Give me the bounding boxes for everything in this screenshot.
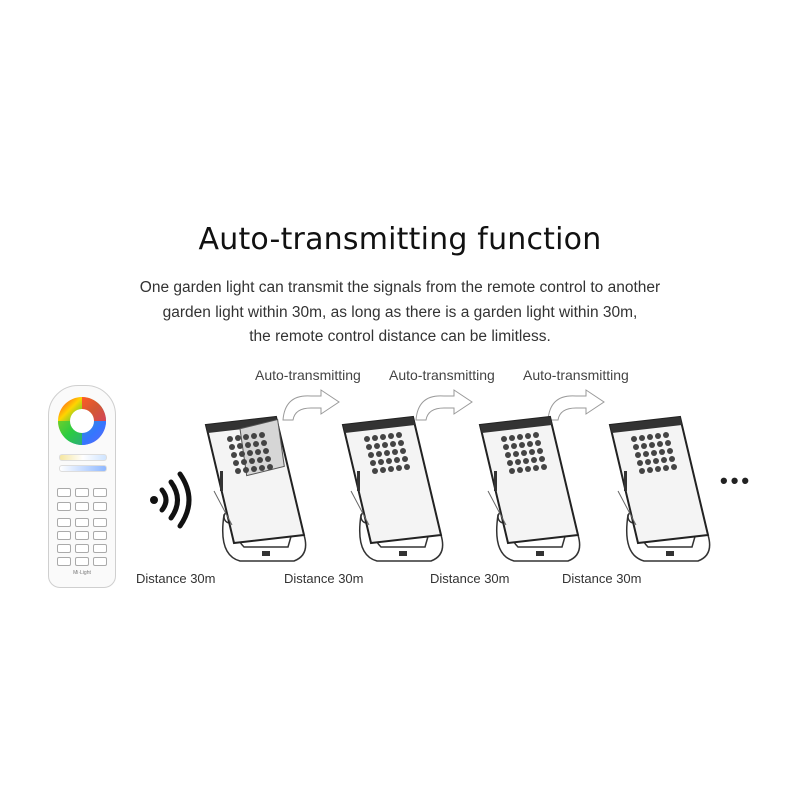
description-line-3: the remote control distance can be limit… — [249, 328, 551, 345]
curved-arrow-icon — [547, 389, 605, 421]
wireless-signal-icon — [150, 471, 192, 529]
description-line-1: One garden light can transmit the signal… — [139, 279, 661, 296]
curved-arrow-icon — [415, 389, 473, 421]
distance-label-1: Distance 30m — [136, 571, 216, 586]
distance-label-2: Distance 30m — [284, 571, 364, 586]
remote-control-icon: Mi·Light — [48, 385, 116, 588]
garden-floodlight-icon — [204, 415, 307, 562]
ellipsis: ••• — [720, 468, 753, 493]
color-wheel-icon — [58, 397, 106, 445]
description-line-2: garden light within 30m, as long as ther… — [162, 304, 638, 321]
distance-label-3: Distance 30m — [430, 571, 510, 586]
page-title: Auto-transmitting function — [198, 222, 602, 257]
distance-label-4: Distance 30m — [562, 571, 642, 586]
auto-transmitting-label-3: Auto-transmitting — [523, 367, 629, 383]
auto-transmitting-label-2: Auto-transmitting — [389, 367, 495, 383]
garden-floodlight-icon — [608, 415, 711, 562]
auto-transmitting-label-1: Auto-transmitting — [255, 367, 361, 383]
garden-floodlight-icon — [341, 415, 444, 562]
curved-arrow-icon — [282, 389, 340, 421]
remote-brand: Mi·Light — [73, 570, 91, 576]
garden-floodlight-icon — [478, 415, 581, 562]
